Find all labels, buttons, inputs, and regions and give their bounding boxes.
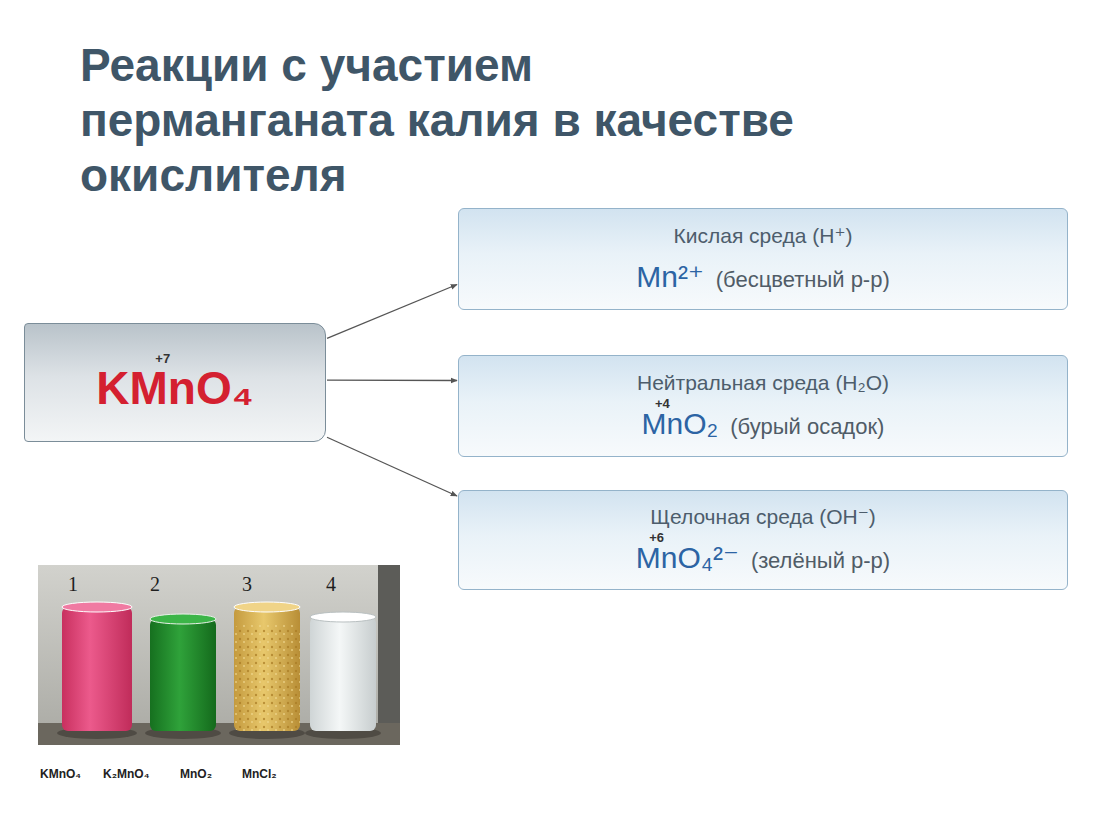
product-description: (зелёный р-р) (751, 548, 890, 574)
chemical-formula: MnO₂+4 (642, 407, 719, 442)
medium-box: Нейтральная среда (H₂O) MnO₂+4 (бурый осад… (458, 355, 1068, 457)
tube-number: 2 (150, 574, 160, 594)
compound-label: MnO₂ (180, 768, 212, 780)
medium-box: Кислая среда (H⁺) Mn²⁺ (бесцветный р-р) (458, 208, 1068, 310)
oxidation-state: +4 (655, 397, 670, 410)
compound-label: MnCl₂ (242, 768, 277, 780)
reaction-arrow (327, 379, 457, 381)
node-content: Нейтральная среда (H₂O) MnO₂+4 (бурый осад… (637, 370, 889, 442)
product-description: (бурый осадок) (730, 414, 884, 440)
product-description: (бесцветный р-р) (716, 267, 890, 293)
chemical-formula: KMnO₄+7 (96, 362, 253, 415)
beakers-photo (38, 565, 400, 745)
chemical-formula: MnO₄²⁻+6 (636, 541, 739, 576)
medium-box: Щелочная среда (OH⁻) MnO₄²⁻+6 (зелёный р-р… (458, 490, 1068, 590)
node-content: Щелочная среда (OH⁻) MnO₄²⁻+6 (зелёный р-р… (636, 504, 890, 576)
chemical-formula: Mn²⁺ (636, 260, 704, 295)
medium-label: Щелочная среда (OH⁻) (650, 504, 876, 529)
tube-number: 1 (68, 574, 78, 594)
formula-row: MnO₄²⁻+6 (зелёный р-р) (636, 529, 890, 576)
compound-label: KMnO₄ (40, 768, 81, 780)
tube-number: 4 (326, 574, 336, 594)
formula-row: MnO₂+4 (бурый осадок) (642, 395, 885, 442)
tube-number: 3 (242, 574, 252, 594)
oxidation-state: +6 (649, 531, 664, 544)
formula-row: KMnO₄+7 (96, 350, 253, 415)
oxidation-state: +7 (155, 352, 170, 365)
node-content: KMnO₄+7 (96, 350, 253, 415)
compound-label: K₂MnO₄ (103, 768, 149, 780)
node-content: Кислая среда (H⁺) Mn²⁺ (бесцветный р-р) (636, 223, 890, 295)
medium-label: Кислая среда (H⁺) (673, 223, 852, 248)
slide-title: Реакции с участием перманганата калия в … (80, 38, 832, 204)
medium-label: Нейтральная среда (H₂O) (637, 370, 889, 395)
reaction-arrow (327, 437, 457, 496)
reagent-box: KMnO₄+7 (24, 323, 326, 442)
formula-row: Mn²⁺ (бесцветный р-р) (636, 248, 890, 295)
reaction-arrow (327, 285, 457, 339)
